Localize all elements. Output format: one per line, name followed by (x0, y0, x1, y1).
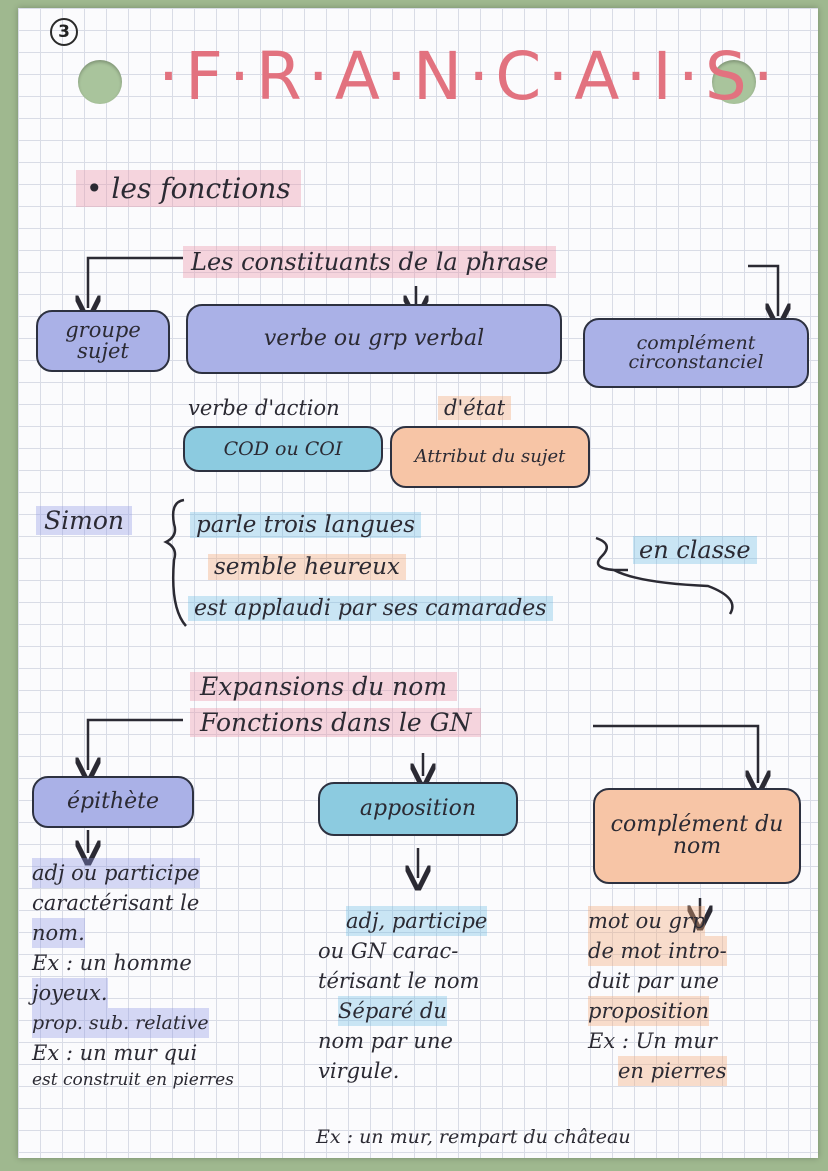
note-line: caractérisant le (32, 891, 200, 915)
expansions-heading-2: Fonctions dans le GN (190, 708, 482, 737)
note-line: de mot intro- (588, 936, 727, 966)
note-line: Ex : un homme (32, 951, 192, 975)
note-line: adj ou participe (32, 858, 200, 888)
note-line: Séparé du (338, 996, 447, 1026)
verbe-action-label: verbe d'action (188, 396, 340, 420)
binder-hole-left (78, 60, 122, 104)
binder-hole-right (712, 60, 756, 104)
notebook-page: 3 ·F·R·A·N·C·A·I·S· • les fonctions Les … (18, 8, 818, 1158)
epithete-box: épithète (32, 776, 194, 828)
connector-arrows (18, 256, 818, 1158)
note-line: virgule. (318, 1059, 400, 1083)
section-heading: • les fonctions (76, 170, 301, 207)
note-line: proposition (588, 996, 710, 1026)
page-number: 3 (50, 18, 78, 46)
verbe-etat-label: d'état (438, 396, 512, 420)
cod-coi-box: COD ou COI (183, 426, 383, 472)
example-line-1: parle trois langues (190, 512, 422, 538)
example-line-2: semble heureux (208, 554, 406, 580)
attribut-sujet-box: Attribut du sujet (390, 426, 590, 488)
note-line: ou GN carac- (318, 939, 459, 963)
expansions-heading-1: Expansions du nom (190, 672, 458, 701)
note-line: en pierres (618, 1056, 727, 1086)
note-line: est construit en pierres (32, 1070, 234, 1090)
example-subject: Simon (36, 506, 132, 535)
note-line: nom par une (318, 1029, 453, 1053)
note-line: duit par une (588, 969, 719, 993)
complement-notes: mot ou grp de mot intro- duit par une pr… (588, 906, 808, 1086)
example-line-3: est applaudi par ses camarades (188, 596, 553, 621)
groupe-sujet-box: groupe sujet (36, 310, 170, 372)
note-line: Ex : un mur qui (32, 1041, 198, 1065)
apposition-example: Ex : un mur, rempart du château (316, 1126, 631, 1148)
note-line: térisant le nom (318, 969, 480, 993)
note-line: adj, participe (346, 906, 488, 936)
apposition-notes: adj, participe ou GN carac- térisant le … (318, 906, 598, 1086)
constituents-heading: Les constituants de la phrase (183, 246, 557, 278)
note-line: Ex : Un mur (588, 1029, 717, 1053)
epithete-notes: adj ou participe caractérisant le nom. E… (32, 858, 322, 1092)
complement-circonstanciel-box: complément circonstanciel (583, 318, 809, 388)
note-line: nom. (32, 918, 85, 948)
note-line: mot ou grp (588, 906, 706, 936)
page-title: ·F·R·A·N·C·A·I·S· (158, 38, 780, 115)
note-line: prop. sub. relative (32, 1008, 209, 1038)
apposition-box: apposition (318, 782, 518, 836)
complement-du-nom-box: complément du nom (593, 788, 801, 884)
verbe-box: verbe ou grp verbal (186, 304, 562, 374)
note-line: joyeux. (32, 978, 108, 1008)
example-circumstantial: en classe (633, 536, 757, 564)
